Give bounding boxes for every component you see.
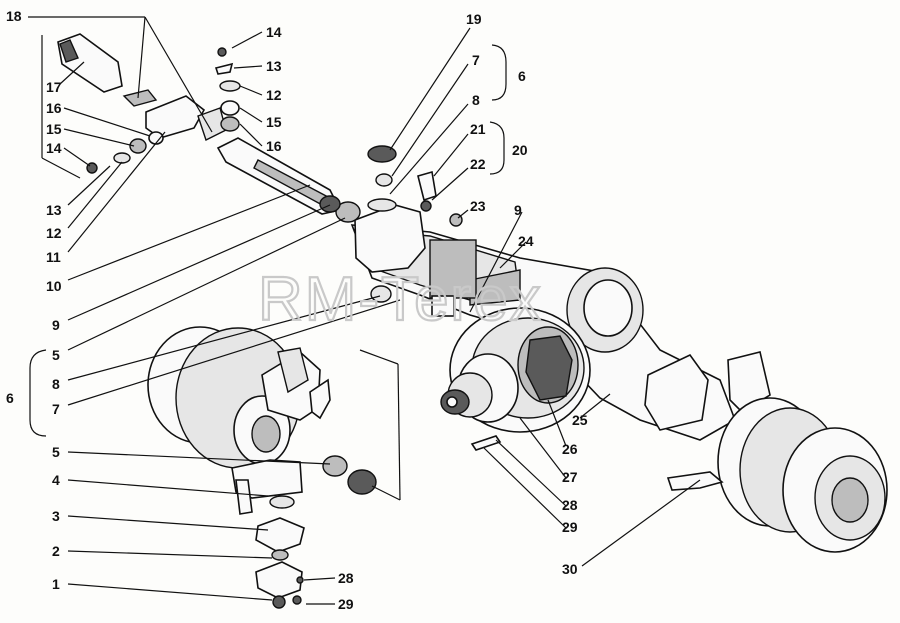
callout-3: 3	[52, 508, 60, 524]
drag-link-rod	[216, 137, 361, 223]
callout-16b: 16	[266, 138, 282, 154]
kingpin-top-parts	[367, 145, 397, 187]
callout-19: 19	[466, 11, 482, 27]
callout-6: 6	[6, 390, 14, 406]
callout-11: 11	[46, 249, 61, 265]
callout-15b: 15	[266, 114, 282, 130]
callout-18: 18	[6, 8, 22, 24]
callout-29b: 29	[338, 596, 354, 612]
lower-kingpin-stack	[255, 495, 305, 609]
callout-1: 1	[52, 576, 60, 592]
callout-23: 23	[470, 198, 486, 214]
callout-2: 2	[52, 543, 60, 559]
callout-20: 20	[512, 142, 528, 158]
callout-21: 21	[470, 121, 486, 137]
callout-8b: 8	[472, 92, 480, 108]
right-wheel-hub	[666, 397, 888, 553]
callout-24: 24	[518, 233, 534, 249]
universal-joint-yoke	[57, 33, 227, 141]
callout-15: 15	[46, 121, 62, 137]
callout-9: 9	[52, 317, 60, 333]
callout-17: 17	[46, 79, 62, 95]
callout-5: 5	[52, 347, 60, 363]
callout-27: 27	[562, 469, 578, 485]
small-hardware-center	[214, 47, 241, 132]
callout-12b: 12	[266, 87, 282, 103]
callout-labels: 18 17 16 15 14 13 12 11 10 9 5 8 7 6 5 4…	[6, 8, 588, 612]
callout-22: 22	[470, 156, 486, 172]
callout-26: 26	[562, 441, 578, 457]
callout-13b: 13	[266, 58, 282, 74]
callout-12: 12	[46, 225, 62, 241]
bolts-28-29	[292, 435, 502, 605]
bushings-5	[322, 285, 392, 495]
callout-13: 13	[46, 202, 62, 218]
callout-14b: 14	[266, 24, 282, 40]
callout-28: 28	[562, 497, 578, 513]
watermark: RM-Terex	[258, 265, 543, 334]
callout-5b: 5	[52, 444, 60, 460]
callout-7b: 7	[472, 52, 480, 68]
small-hardware-left	[86, 131, 164, 174]
grease-fittings	[417, 170, 463, 227]
callout-7: 7	[52, 401, 60, 417]
callout-9b: 9	[514, 202, 522, 218]
callout-29: 29	[562, 519, 578, 535]
callout-8: 8	[52, 376, 60, 392]
callout-16: 16	[46, 100, 62, 116]
callout-28b: 28	[338, 570, 354, 586]
callout-4: 4	[52, 472, 60, 488]
callout-25: 25	[572, 412, 588, 428]
callout-14: 14	[46, 140, 62, 156]
callout-10: 10	[46, 278, 62, 294]
differential-carrier	[440, 307, 591, 433]
callout-6b: 6	[518, 68, 526, 84]
leader-lines	[28, 16, 701, 605]
left-steering-knuckle	[147, 326, 331, 515]
beam-left-kingpin-boss	[354, 198, 477, 317]
callout-30: 30	[562, 561, 578, 577]
